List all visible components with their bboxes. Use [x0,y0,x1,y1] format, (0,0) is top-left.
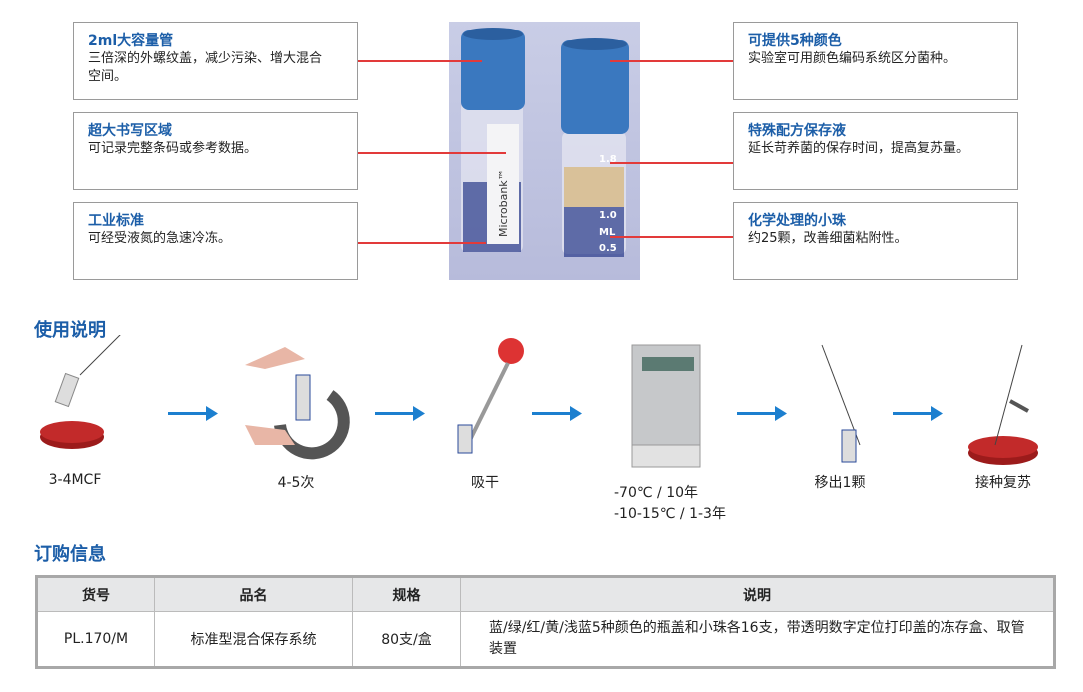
inoculation-icon [968,344,1038,465]
tube-icon [54,335,121,408]
cell-spec: 80支/盒 [352,611,461,668]
table-row: PL.170/M 标准型混合保存系统 80支/盒 蓝/绿/红/黄/浅蓝5种颜色的… [36,611,1055,668]
pointer-line [610,236,733,238]
step-label: 吸干 [471,475,499,491]
step-label: 3-4MCF [48,472,102,488]
pointer-line [358,60,482,62]
callout-text: 约25颗，改善细菌粘附性。 [748,231,908,246]
arrow-right-icon [532,406,582,421]
svg-text:0.5: 0.5 [599,243,617,254]
callout-writing-area: 超大书写区域可记录完整条码或参考数据。 [73,112,358,190]
petri-dish-icon [40,421,104,449]
svg-text:1.0: 1.0 [599,210,617,221]
step-label: 4-5次 [277,475,315,491]
callout-title: 超大书写区域 [88,123,172,139]
cell-code: PL.170/M [36,611,155,668]
freezer-icon [631,344,701,468]
arrow-right-icon [737,406,787,421]
arrow-right-icon [375,406,425,421]
pipette-icon [457,338,524,454]
callout-text: 可经受液氮的急速冷冻。 [88,231,232,246]
callout-beads: 化学处理的小珠约25颗，改善细菌粘附性。 [733,202,1018,280]
callout-text: 实验室可用颜色编码系统区分菌种。 [748,51,957,66]
column-header: 品名 [154,576,353,612]
table-header-row: 货号 品名 规格 说明 [36,576,1055,612]
callout-standard: 工业标准可经受液氮的急速冷冻。 [73,202,358,280]
pointer-line [358,242,486,244]
step-label: 接种复苏 [975,475,1031,491]
svg-text:1.8: 1.8 [599,154,617,165]
step-label: -10-15℃ / 1-3年 [614,506,726,522]
usage-steps-illustration [40,335,1038,468]
column-header: 说明 [460,576,1055,612]
callout-text: 延长苛养菌的保存时间，提高复苏量。 [748,141,970,156]
arrow-right-icon [893,406,943,421]
column-header: 货号 [36,576,155,612]
step-label: -70℃ / 10年 [614,485,699,501]
needle-tube-icon [821,344,861,463]
callout-colors: 可提供5种颜色实验室可用颜色编码系统区分菌种。 [733,22,1018,100]
step-label: 移出1颗 [814,475,866,491]
order-title: 订购信息 [34,544,106,565]
tube-label: Microbank™ [497,169,510,237]
pointer-line [358,152,506,154]
order-table: 货号 品名 规格 说明 PL.170/M 标准型混合保存系统 80支/盒 蓝/绿… [35,575,1056,669]
callout-text: 三倍深的外螺纹盖，减少污染、增大混合空间。 [88,51,323,84]
rotate-icon [245,347,350,460]
callout-title: 化学处理的小珠 [748,213,846,229]
usage-title: 使用说明 [34,320,106,341]
callout-capacity: 2ml大容量管三倍深的外螺纹盖，减少污染、增大混合空间。 [73,22,358,100]
callout-text: 可记录完整条码或参考数据。 [88,141,258,156]
callout-title: 可提供5种颜色 [748,33,842,49]
callout-title: 工业标准 [88,213,144,229]
svg-text:ML: ML [599,227,616,238]
arrow-right-icon [168,406,218,421]
pointer-line [610,162,733,164]
step-arrows [168,406,943,421]
cell-description: 蓝/绿/红/黄/浅蓝5种颜色的瓶盖和小珠各16支，带透明数字定位打印盖的冻存盒、… [460,611,1055,668]
callout-title: 2ml大容量管 [88,33,174,49]
column-header: 规格 [352,576,461,612]
cell-name: 标准型混合保存系统 [154,611,353,668]
callout-title: 特殊配方保存液 [748,123,846,139]
callout-solution: 特殊配方保存液延长苛养菌的保存时间，提高复苏量。 [733,112,1018,190]
pointer-line [610,60,733,62]
